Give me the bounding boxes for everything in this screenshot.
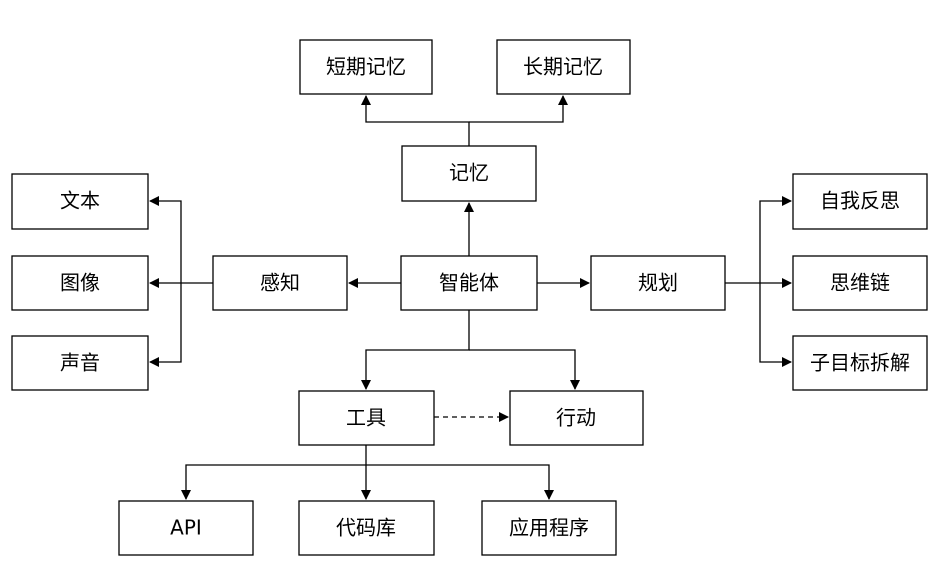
node-agent: 智能体 [400,255,538,311]
node-image: 图像 [11,255,149,311]
node-chain-of-thought: 思维链 [792,255,928,311]
node-label-api: API [170,516,202,540]
node-label-tools: 工具 [346,406,386,430]
node-label-subgoal-decomposition: 子目标拆解 [810,351,910,375]
node-label-perception: 感知 [260,271,300,295]
node-label-text: 文本 [60,189,100,213]
node-label-short-term-memory: 短期记忆 [326,55,406,79]
node-label-code-library: 代码库 [336,516,396,540]
edge-tools-to-api [181,464,366,500]
edge-perception-to-text [149,196,182,283]
edge-memory-to-short-term-memory [361,95,470,146]
node-label-image: 图像 [60,271,100,295]
node-action: 行动 [509,390,644,446]
node-short-term-memory: 短期记忆 [299,39,433,95]
node-label-sound: 声音 [60,351,100,375]
node-tools: 工具 [298,390,435,446]
node-label-agent: 智能体 [439,271,499,295]
edge-memory-to-long-term-memory [469,95,568,123]
node-label-planning: 规划 [638,271,678,295]
node-perception: 感知 [212,255,348,311]
node-sound: 声音 [11,335,149,391]
node-label-memory: 记忆 [449,161,489,185]
node-application: 应用程序 [481,500,617,556]
edge-planning-to-self-reflection [759,196,792,283]
node-label-application: 应用程序 [509,516,589,540]
edge-planning-to-subgoal-decomposition [759,283,792,367]
node-planning: 规划 [590,255,726,311]
node-text: 文本 [11,173,149,230]
node-label-long-term-memory: 长期记忆 [523,55,603,79]
edge-agent-to-action [469,349,580,390]
edges [149,95,792,500]
node-self-reflection: 自我反思 [792,173,928,230]
edge-tools-to-application [366,464,554,500]
node-subgoal-decomposition: 子目标拆解 [792,335,928,391]
node-label-self-reflection: 自我反思 [820,189,900,213]
node-long-term-memory: 长期记忆 [496,39,631,95]
edge-agent-to-tools [361,310,470,390]
edge-perception-to-sound [149,283,182,367]
node-label-action: 行动 [556,406,596,430]
node-code-library: 代码库 [298,500,435,556]
node-memory: 记忆 [401,145,537,202]
node-api: API [118,500,254,556]
node-label-chain-of-thought: 思维链 [830,271,890,295]
